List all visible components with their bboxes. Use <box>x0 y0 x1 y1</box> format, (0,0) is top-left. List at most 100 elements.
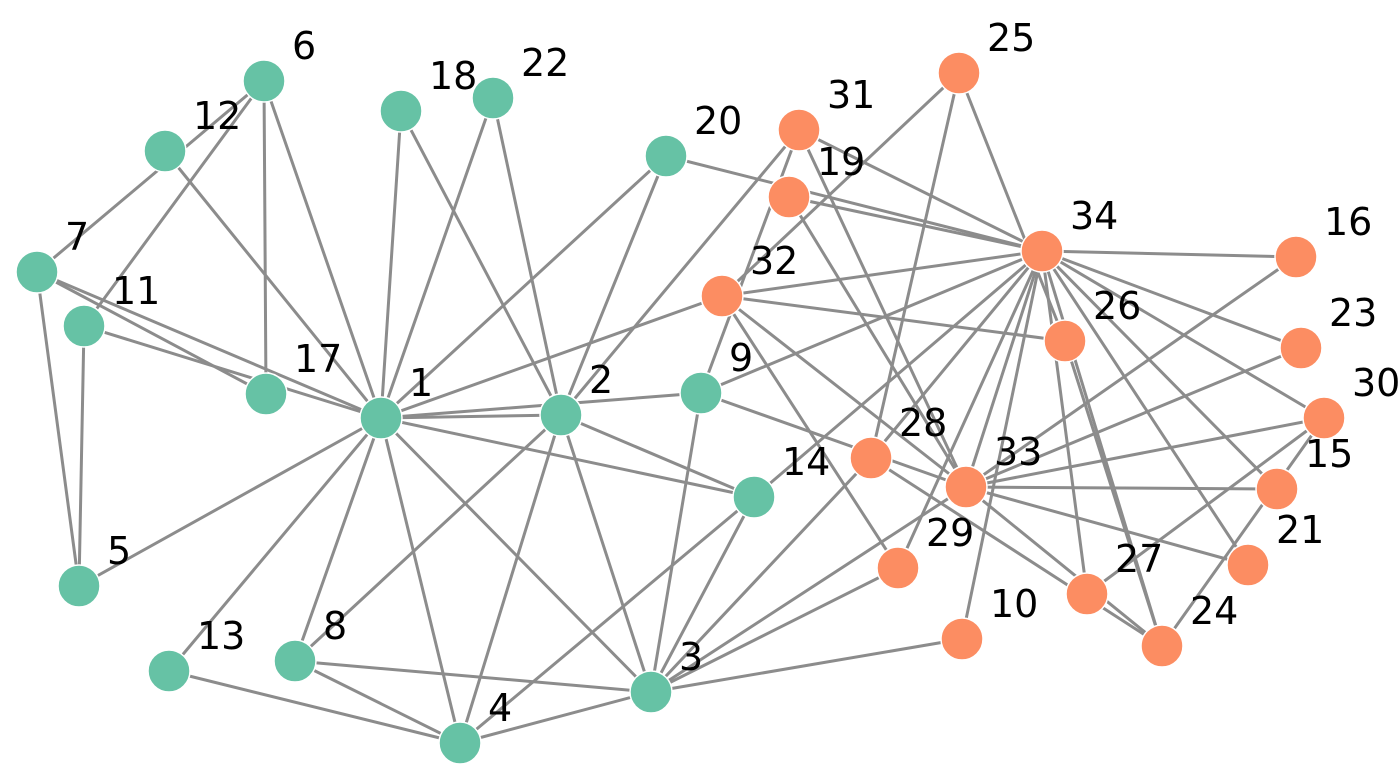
node-label-25: 25 <box>987 16 1035 60</box>
node-14 <box>732 475 776 519</box>
node-label-2: 2 <box>589 358 613 402</box>
node-7 <box>15 250 59 294</box>
node-label-11: 11 <box>112 269 160 313</box>
node-label-17: 17 <box>294 337 342 381</box>
edge-2-14 <box>559 413 756 499</box>
node-label-1: 1 <box>409 361 433 405</box>
node-32 <box>700 274 744 318</box>
edge-1-32 <box>379 294 724 420</box>
node-label-21: 21 <box>1276 508 1324 552</box>
node-27 <box>1065 572 1109 616</box>
node-label-33: 33 <box>994 430 1042 474</box>
edge-1-13 <box>167 416 383 673</box>
node-9 <box>679 371 723 415</box>
node-label-12: 12 <box>193 94 241 138</box>
edge-23-34 <box>1040 249 1303 350</box>
edge-28-34 <box>869 249 1044 460</box>
node-label-24: 24 <box>1190 589 1238 633</box>
node-label-4: 4 <box>488 686 512 730</box>
node-label-15: 15 <box>1305 432 1353 476</box>
node-26 <box>1043 319 1087 363</box>
edge-19-33 <box>787 195 968 489</box>
node-11 <box>62 304 106 348</box>
edge-1-6 <box>262 79 383 420</box>
node-label-23: 23 <box>1329 291 1377 335</box>
edge-1-9 <box>379 391 703 420</box>
node-1 <box>359 396 403 440</box>
edge-16-33 <box>964 255 1298 489</box>
edge-6-17 <box>262 79 268 396</box>
edge-25-32 <box>720 71 961 298</box>
edge-31-33 <box>797 128 968 489</box>
node-2 <box>539 393 583 437</box>
edge-3-29 <box>649 566 900 694</box>
node-31 <box>777 108 821 152</box>
edge-1-18 <box>379 109 403 420</box>
node-label-5: 5 <box>107 529 131 573</box>
node-label-18: 18 <box>429 54 477 98</box>
edge-25-28 <box>869 71 961 460</box>
edge-1-20 <box>379 154 668 420</box>
node-label-28: 28 <box>899 401 947 445</box>
node-15 <box>1255 467 1299 511</box>
edge-5-11 <box>77 324 86 588</box>
edge-1-2 <box>379 413 563 420</box>
edge-6-11 <box>82 79 266 328</box>
node-17 <box>244 372 288 416</box>
edge-9-31 <box>699 128 801 395</box>
node-label-7: 7 <box>65 215 89 259</box>
edge-1-22 <box>379 96 495 420</box>
edge-1-4 <box>379 416 462 745</box>
node-label-34: 34 <box>1070 194 1118 238</box>
edge-2-3 <box>559 413 653 694</box>
node-18 <box>379 89 423 133</box>
edge-1-11 <box>82 324 383 420</box>
node-label-16: 16 <box>1324 200 1372 244</box>
node-22 <box>471 76 515 120</box>
node-label-27: 27 <box>1115 537 1163 581</box>
edge-16-34 <box>1040 249 1298 259</box>
edge-9-34 <box>699 249 1044 395</box>
node-16 <box>1274 235 1318 279</box>
edges-layer <box>35 71 1326 745</box>
edge-9-33 <box>699 391 968 489</box>
node-label-22: 22 <box>521 41 569 85</box>
edge-3-4 <box>458 690 653 745</box>
edge-1-12 <box>163 149 383 420</box>
edge-6-7 <box>35 79 266 274</box>
edge-3-8 <box>293 659 653 694</box>
edge-3-10 <box>649 637 964 694</box>
node-8 <box>273 639 317 683</box>
node-12 <box>143 129 187 173</box>
node-label-19: 19 <box>817 140 865 184</box>
node-4 <box>438 721 482 765</box>
edge-24-33 <box>964 485 1164 648</box>
edge-1-7 <box>35 270 383 420</box>
edge-2-31 <box>559 128 801 417</box>
edge-26-32 <box>720 294 1067 343</box>
node-label-8: 8 <box>323 604 347 648</box>
edge-1-3 <box>379 416 653 694</box>
edge-21-33 <box>964 485 1250 567</box>
edge-29-32 <box>720 294 900 570</box>
edge-32-34 <box>720 249 1044 298</box>
edge-10-34 <box>960 249 1044 641</box>
node-label-29: 29 <box>926 511 974 555</box>
node-label-20: 20 <box>694 99 742 143</box>
node-label-14: 14 <box>782 440 830 484</box>
edge-2-4 <box>458 413 563 745</box>
node-21 <box>1226 543 1270 587</box>
edge-30-34 <box>1040 249 1326 420</box>
edge-2-22 <box>491 96 563 417</box>
edge-3-28 <box>649 456 873 694</box>
edge-21-34 <box>1040 249 1250 567</box>
node-label-6: 6 <box>292 24 316 68</box>
node-label-13: 13 <box>197 614 245 658</box>
node-label-3: 3 <box>679 635 703 679</box>
edge-27-34 <box>1040 249 1089 596</box>
edge-2-18 <box>399 109 563 417</box>
node-20 <box>644 134 688 178</box>
node-10 <box>940 617 984 661</box>
edge-20-34 <box>664 154 1044 253</box>
